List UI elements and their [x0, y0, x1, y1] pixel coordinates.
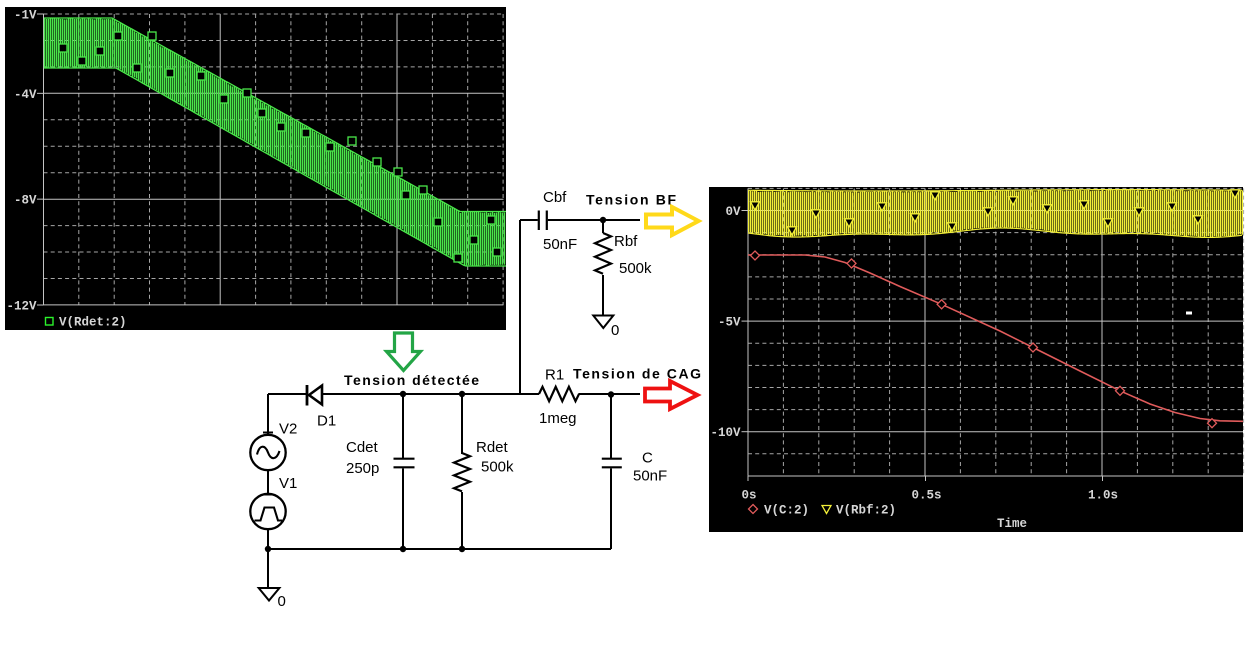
svg-text:Tension BF: Tension BF [586, 192, 678, 208]
svg-text:Cbf: Cbf [543, 189, 567, 206]
svg-text:Rdet: Rdet [476, 439, 509, 456]
svg-text:0.5s: 0.5s [911, 489, 941, 503]
svg-text:V1: V1 [279, 475, 297, 492]
svg-text:V(Rbf:2): V(Rbf:2) [836, 504, 896, 518]
svg-text:-8V: -8V [14, 194, 37, 208]
svg-text:-10V: -10V [710, 426, 741, 440]
svg-text:Tension détectée: Tension détectée [344, 372, 481, 388]
svg-text:-4V: -4V [14, 88, 37, 102]
svg-text:500k: 500k [619, 260, 652, 277]
svg-text:C: C [642, 450, 653, 467]
svg-text:V(Rdet:2): V(Rdet:2) [59, 316, 127, 330]
svg-text:Cdet: Cdet [346, 439, 379, 456]
svg-text:50nF: 50nF [543, 236, 577, 253]
svg-text:-12V: -12V [6, 300, 37, 314]
svg-text:250p: 250p [346, 460, 379, 477]
svg-text:Rbf: Rbf [614, 233, 638, 250]
svg-text:0s: 0s [741, 489, 756, 503]
svg-text:Tension de CAG: Tension de CAG [573, 366, 703, 382]
svg-text:R1: R1 [545, 367, 564, 384]
svg-text:-5V: -5V [718, 316, 741, 330]
svg-text:50nF: 50nF [633, 468, 667, 485]
svg-text:V(C:2): V(C:2) [764, 504, 809, 518]
svg-text:0: 0 [278, 593, 286, 610]
svg-text:0: 0 [611, 322, 619, 339]
svg-text:D1: D1 [317, 413, 336, 430]
svg-text:Time: Time [997, 517, 1027, 531]
svg-text:V2: V2 [279, 421, 297, 438]
svg-text:1.0s: 1.0s [1088, 489, 1118, 503]
svg-text:-1V: -1V [14, 9, 37, 23]
svg-text:0V: 0V [725, 205, 741, 219]
svg-text:500k: 500k [481, 459, 514, 476]
svg-text:1meg: 1meg [539, 410, 577, 427]
